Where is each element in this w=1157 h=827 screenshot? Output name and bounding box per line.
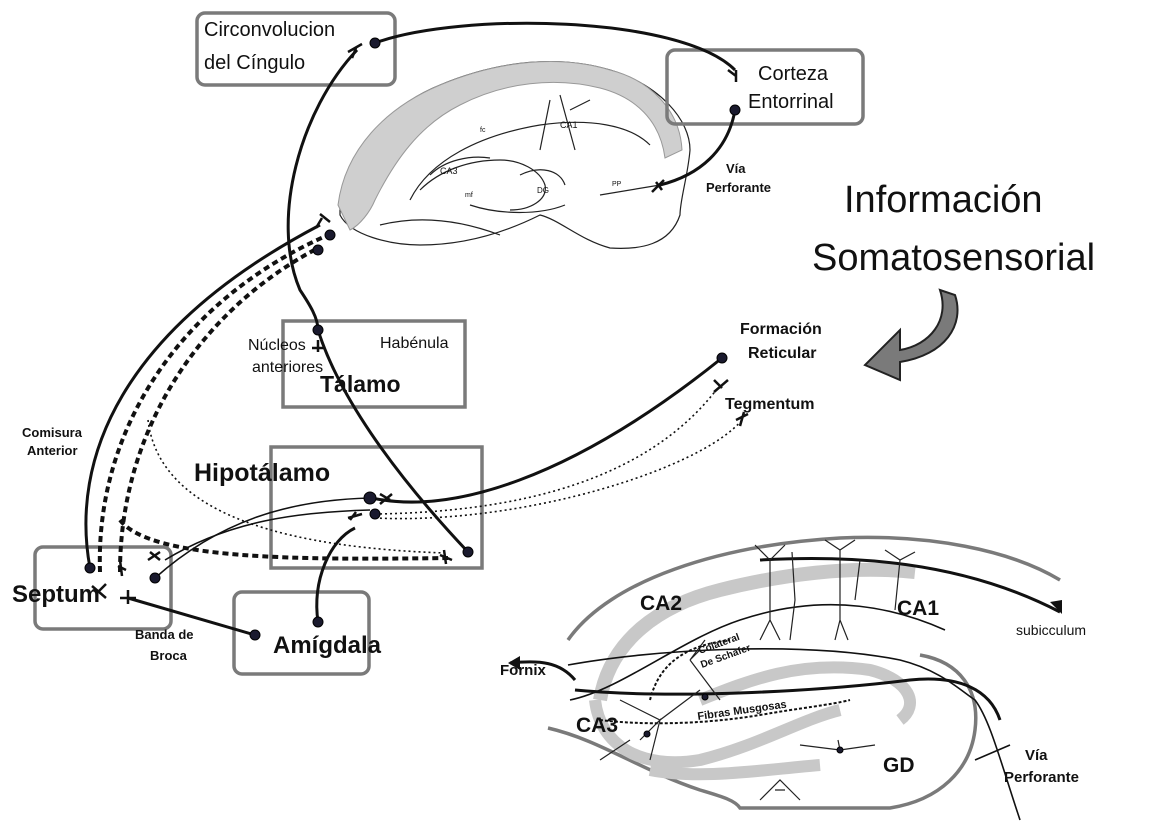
label-gd: GD (883, 754, 915, 777)
label-entorrinal-line1-text: Corteza (758, 63, 829, 85)
label-entorrinal-line2: Entorrinal (748, 91, 834, 113)
label-talamo: Tálamo (320, 371, 401, 397)
inset-label-ca1: CA1 (560, 120, 578, 130)
label-subicculum: subicculum (1016, 622, 1086, 638)
label-hipotalamo: Hipotálamo (194, 459, 330, 487)
label-formacion-line2: Reticular (748, 345, 816, 362)
label-comisura-line1: Comisura (22, 425, 83, 440)
curved-arrow-icon (865, 290, 958, 380)
label-formacion-line1: Formación (740, 321, 822, 338)
label-nucleos-line2: anteriores (252, 359, 323, 376)
inset-label-pp: PP (612, 181, 622, 188)
inset-label-mf: mf (465, 192, 473, 199)
label-ca1: CA1 (897, 597, 939, 620)
brain-section-sketch: CA1 CA3 fc mf DG PP (338, 62, 690, 249)
dashed-paths (100, 235, 448, 572)
label-cingulo-line2: del Cíngulo (204, 52, 305, 74)
hippocampus-detail (508, 537, 1062, 820)
label-ca3: CA3 (576, 714, 618, 737)
labels: Circonvolucion del Cíngulo Corteza Entor… (12, 19, 1095, 786)
label-tegmentum: Tegmentum (725, 396, 814, 413)
label-via-perforante-bottom-line1: Vía (1025, 747, 1048, 764)
inset-label-dg: DG (537, 186, 549, 195)
label-ca2: CA2 (640, 592, 682, 615)
label-via-perforante-top-line1: Vía (726, 161, 746, 176)
label-via-perforante-bottom-line2: Perforante (1004, 769, 1079, 786)
label-fornix: Fornix (500, 662, 546, 679)
label-banda-line2: Broca (150, 648, 188, 663)
label-banda-line1: Banda de (135, 627, 194, 642)
inset-label-fc: fc (480, 127, 486, 134)
label-amigdala: Amígdala (273, 632, 382, 659)
label-nucleos-line1: Núcleos (248, 337, 306, 354)
label-info-line2: Somatosensorial (812, 237, 1095, 279)
label-habenula: Habénula (380, 335, 449, 352)
label-septum: Septum (12, 581, 100, 608)
label-cingulo-line1: Circonvolucion (204, 19, 335, 41)
cortex-band (338, 62, 682, 230)
label-info-line1: Información (844, 179, 1043, 221)
inset-label-ca3: CA3 (440, 166, 458, 176)
label-comisura-line2: Anterior (27, 443, 78, 458)
label-via-perforante-top-line2: Perforante (706, 180, 771, 195)
